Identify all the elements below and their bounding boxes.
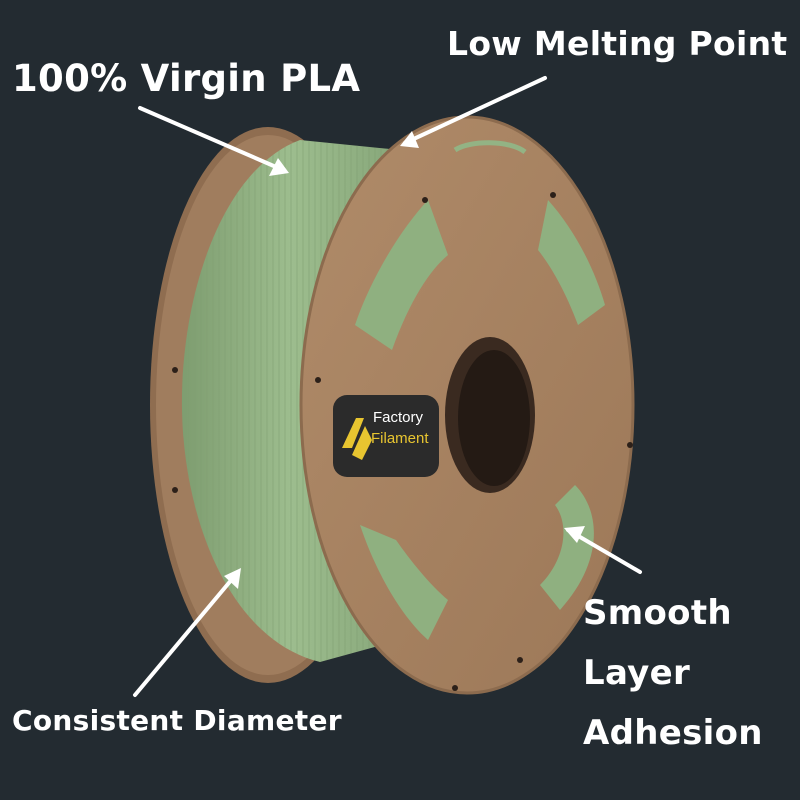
window-top-left: [355, 200, 448, 350]
arrow-low-melting: [403, 76, 547, 145]
callout-smooth-line2: Layer: [583, 653, 691, 693]
callout-arrows: [133, 76, 642, 697]
callout-consistent-diameter: Consistent Diameter: [12, 704, 342, 737]
logo-line1: Factory: [373, 409, 424, 426]
arrow-virgin-pla: [138, 106, 285, 172]
window-bottom-right: [540, 485, 594, 610]
callout-smooth-layer-adhesion: Smooth Layer Adhesion: [583, 583, 763, 763]
arrow-consistent-diameter: [133, 570, 240, 697]
arrow-smooth-layer: [566, 528, 642, 574]
callout-virgin-pla: 100% Virgin PLA: [12, 57, 361, 100]
brand-logo-badge: Factory Filament: [333, 395, 439, 477]
logo-line2: Filament: [371, 430, 429, 447]
window-top-right: [538, 200, 605, 325]
brand-logo-icon: [342, 418, 372, 460]
callout-low-melting-point: Low Melting Point: [447, 24, 788, 63]
callout-smooth-line3: Adhesion: [583, 713, 763, 753]
callout-smooth-line1: Smooth: [583, 593, 732, 633]
window-bottom-left: [360, 525, 448, 640]
